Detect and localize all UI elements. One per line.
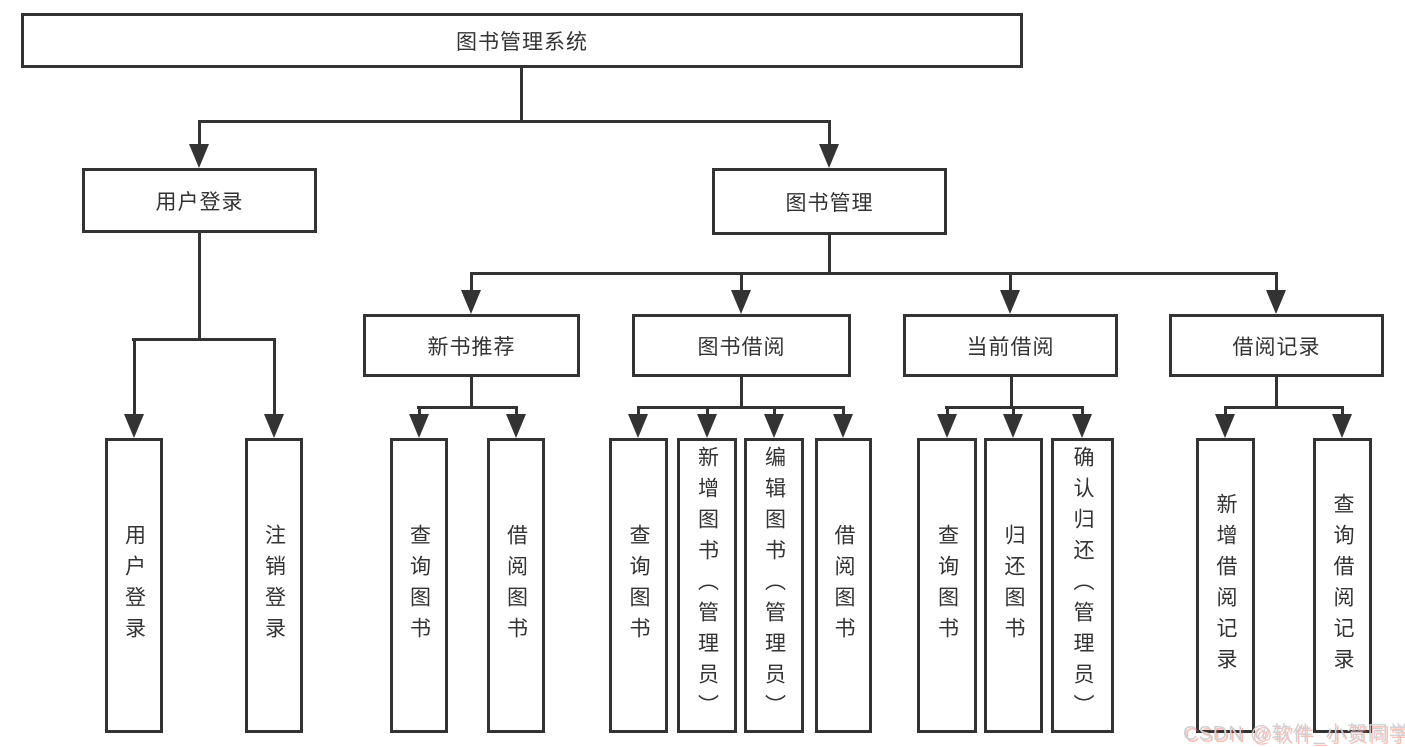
node-borrowing-records: 借阅记录 [1169, 314, 1384, 377]
leaf-add-borrow-record: 新增借阅记录 [1196, 438, 1255, 733]
arrow-head-icon [461, 290, 481, 314]
arrow-head-icon [1072, 414, 1092, 438]
connector-h-level2 [198, 120, 831, 123]
arrow-to-leaf-query-borrow-record [1332, 406, 1352, 438]
leaf-return-books: 归还图书 [984, 438, 1043, 733]
arrow-shaft [514, 406, 518, 416]
arrow-to-leaf-query-books-borrowing [628, 406, 648, 438]
arrow-to-leaf-borrow-books-recommend [506, 406, 526, 438]
leaf-query-books-recommend: 查询图书 [390, 438, 448, 733]
arrow-shaft [772, 406, 776, 416]
arrow-to-user-login [189, 120, 209, 168]
arrow-head-icon [1003, 414, 1023, 438]
node-current-borrowing: 当前借阅 [903, 314, 1118, 377]
arrow-shaft [1340, 406, 1344, 416]
leaf-borrow-books-borrowing: 借阅图书 [815, 438, 872, 733]
arrow-to-leaf-edit-book-admin [764, 406, 784, 438]
arrow-shaft [272, 338, 276, 416]
arrow-shaft [739, 272, 743, 292]
leaf-query-books-current: 查询图书 [917, 438, 977, 733]
arrow-shaft [417, 406, 421, 416]
leaf-confirm-return-admin: 确认归还（管理员） [1051, 438, 1114, 733]
arrow-head-icon [1215, 414, 1235, 438]
arrow-head-icon [833, 414, 853, 438]
arrow-head-icon [628, 414, 648, 438]
arrow-shaft [841, 406, 845, 416]
leaf-borrow-books-recommend: 借阅图书 [487, 438, 545, 733]
arrow-shaft [945, 406, 949, 416]
node-user-login: 用户登录 [82, 168, 317, 233]
arrow-to-book-borrowing [731, 272, 751, 314]
arrow-head-icon [937, 414, 957, 438]
arrow-head-icon [697, 414, 717, 438]
node-book-borrowing: 图书借阅 [632, 314, 851, 377]
node-root: 图书管理系统 [21, 13, 1023, 68]
arrow-shaft [1274, 272, 1278, 292]
connector-stub-user-login [198, 233, 201, 338]
arrow-shaft [636, 406, 640, 416]
arrow-head-icon [124, 414, 144, 438]
arrow-shaft [132, 338, 136, 416]
arrow-shaft [1080, 406, 1084, 416]
leaf-edit-book-admin: 编辑图书（管理员） [744, 438, 804, 733]
arrow-to-new-book-recommendation [461, 272, 481, 314]
arrow-to-leaf-logout [264, 338, 284, 438]
arrow-head-icon [764, 414, 784, 438]
connector-stub-current-borrowing [1010, 377, 1013, 406]
arrow-to-book-management [819, 120, 839, 168]
arrow-shaft [705, 406, 709, 416]
arrow-to-borrowing-records [1266, 272, 1286, 314]
arrow-head-icon [1000, 290, 1020, 314]
connector-h-current-borrowing-children [945, 406, 1084, 409]
connector-stub-new-book [470, 377, 473, 406]
arrow-to-leaf-borrow-books-borrowing [833, 406, 853, 438]
connector-h-borrowing-records-children [1224, 406, 1344, 409]
connector-h-user-login-children [132, 338, 276, 341]
arrow-shaft [1011, 406, 1015, 416]
arrow-to-leaf-user-login [124, 338, 144, 438]
connector-h-level3 [470, 272, 1278, 275]
arrow-shaft [197, 120, 201, 146]
arrow-head-icon [189, 144, 209, 168]
arrow-shaft [469, 272, 473, 292]
connector-stub-borrowing-records [1275, 377, 1278, 406]
arrow-to-leaf-query-books-recommend [409, 406, 429, 438]
arrow-shaft [1008, 272, 1012, 292]
connector-stub-book-borrowing [740, 377, 743, 406]
connector-h-book-borrowing-children [637, 406, 845, 409]
leaf-add-book-admin: 新增图书（管理员） [677, 438, 737, 733]
arrow-shaft [827, 120, 831, 146]
leaf-query-borrow-record: 查询借阅记录 [1313, 438, 1372, 733]
arrow-to-current-borrowing [1000, 272, 1020, 314]
arrow-to-leaf-return-books [1003, 406, 1023, 438]
arrow-to-leaf-query-books-current [937, 406, 957, 438]
leaf-logout: 注销登录 [245, 438, 303, 733]
leaf-user-login: 用户登录 [105, 438, 163, 733]
arrow-head-icon [1332, 414, 1352, 438]
arrow-head-icon [1266, 290, 1286, 314]
leaf-query-books-borrowing: 查询图书 [609, 438, 668, 733]
node-new-book-recommendation: 新书推荐 [363, 314, 580, 377]
arrow-to-leaf-confirm-return-admin [1072, 406, 1092, 438]
arrow-head-icon [506, 414, 526, 438]
connector-trunk-root [520, 68, 523, 120]
connector-stub-book-management [828, 235, 831, 272]
watermark: CSDN @软件_小贺同学 [1183, 723, 1405, 745]
arrow-head-icon [731, 290, 751, 314]
arrow-head-icon [409, 414, 429, 438]
arrow-shaft [1223, 406, 1227, 416]
arrow-head-icon [264, 414, 284, 438]
connector-h-new-book-children [417, 406, 517, 409]
arrow-to-leaf-add-book-admin [697, 406, 717, 438]
node-book-management: 图书管理 [712, 168, 947, 235]
arrow-head-icon [819, 144, 839, 168]
arrow-to-leaf-add-borrow-record [1215, 406, 1235, 438]
